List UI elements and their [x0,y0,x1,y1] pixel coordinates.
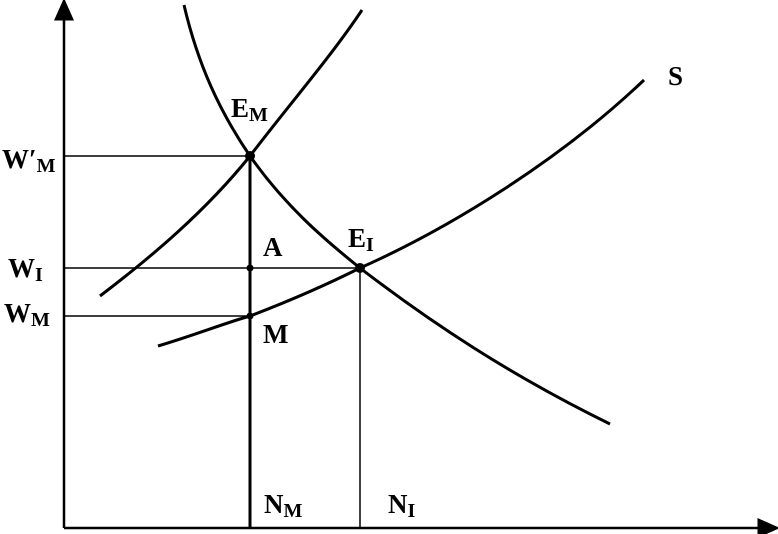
label-e-i: EI [348,223,374,256]
label-employment-monopsony: NM [264,489,303,522]
label-e-m: EM [231,93,268,126]
point-a [246,264,254,272]
label-a: A [263,232,283,262]
label-m: M [263,319,288,349]
point-e-i [355,263,365,273]
point-e-m [245,151,255,161]
label-s: S [668,61,683,91]
point-m [246,312,254,320]
label-wage-competitive: WI [8,253,43,286]
label-employment-competitive: NI [388,489,416,522]
supply-curve [157,78,646,348]
label-wage-monopsony: WM [4,298,50,331]
demand-curve [182,4,611,426]
marginal-cost-curve [99,9,364,298]
label-wage-monopsony-prime: W′M [2,144,56,177]
